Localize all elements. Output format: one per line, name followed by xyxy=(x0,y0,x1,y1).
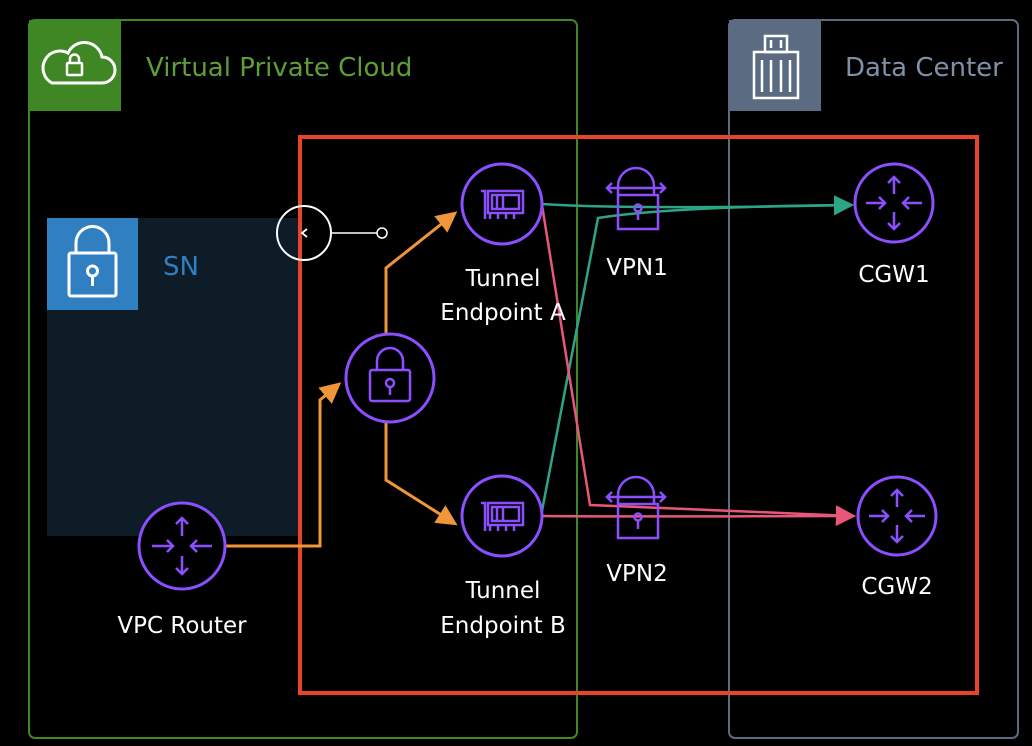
router-icon xyxy=(137,501,227,591)
highlight-box xyxy=(298,135,979,695)
padlock-icon xyxy=(67,225,118,298)
subnet: SN xyxy=(47,218,300,536)
chevron-left-icon xyxy=(300,228,308,238)
vpn2-label: VPN2 xyxy=(606,561,667,587)
flow-vgw-to-tunnel-a xyxy=(384,211,458,334)
tunnel-endpoint-b-node: Tunnel Endpoint B xyxy=(440,474,566,639)
building-icon xyxy=(752,34,800,100)
flow-tunnel-b-to-cgw1 xyxy=(540,195,854,512)
vpc-router-label: VPC Router xyxy=(117,613,247,639)
cgw2-label: CGW2 xyxy=(861,574,932,600)
vpc-title: Virtual Private Cloud xyxy=(146,53,412,83)
pink-flows xyxy=(540,204,856,527)
cgw1-node: CGW1 xyxy=(853,162,935,288)
orange-flows xyxy=(226,211,458,548)
vpn1-label: VPN1 xyxy=(606,255,667,281)
tunnel-endpoint-a-node: Tunnel Endpoint A xyxy=(440,162,566,326)
vpc-border xyxy=(28,19,578,739)
network-card-icon xyxy=(481,189,525,219)
router-arrows xyxy=(152,516,212,576)
network-card-icon xyxy=(481,501,525,531)
router-icon xyxy=(853,162,935,244)
subnet-label: SN xyxy=(163,252,199,282)
router-arrows xyxy=(869,488,925,544)
flow-tunnel-a-to-cgw2 xyxy=(540,204,856,526)
tunnel-b-label-line1: Tunnel xyxy=(465,578,541,604)
cloud-lock-icon xyxy=(41,41,117,85)
vpn-lock-icon xyxy=(605,475,667,540)
tunnel-a-label-line1: Tunnel xyxy=(465,266,541,292)
cgw2-node: CGW2 xyxy=(856,475,938,600)
vgw-node xyxy=(344,332,436,424)
vpc-container: Virtual Private Cloud xyxy=(28,19,578,739)
tunnel-a-label-line2: Endpoint A xyxy=(440,300,566,326)
datacenter-container: Data Center xyxy=(728,19,1019,739)
flow-vgw-to-tunnel-b xyxy=(384,423,458,526)
vpn-lock-icon xyxy=(605,166,667,231)
router-icon xyxy=(856,475,938,557)
flow-router-to-vgw xyxy=(226,382,342,548)
pointer-dot xyxy=(376,227,388,239)
vpn2-node: VPN2 xyxy=(605,475,668,587)
vpn1-node: VPN1 xyxy=(605,166,668,281)
teal-flows xyxy=(540,195,854,512)
router-arrows xyxy=(866,175,922,231)
datacenter-title: Data Center xyxy=(845,53,1003,83)
pointer-annotation xyxy=(276,205,388,261)
cgw1-label: CGW1 xyxy=(858,262,929,288)
tunnel-b-label-line2: Endpoint B xyxy=(440,613,565,639)
datacenter-border xyxy=(728,19,1019,739)
padlock-icon xyxy=(368,346,412,403)
vpc-router-node: VPC Router xyxy=(117,501,247,639)
